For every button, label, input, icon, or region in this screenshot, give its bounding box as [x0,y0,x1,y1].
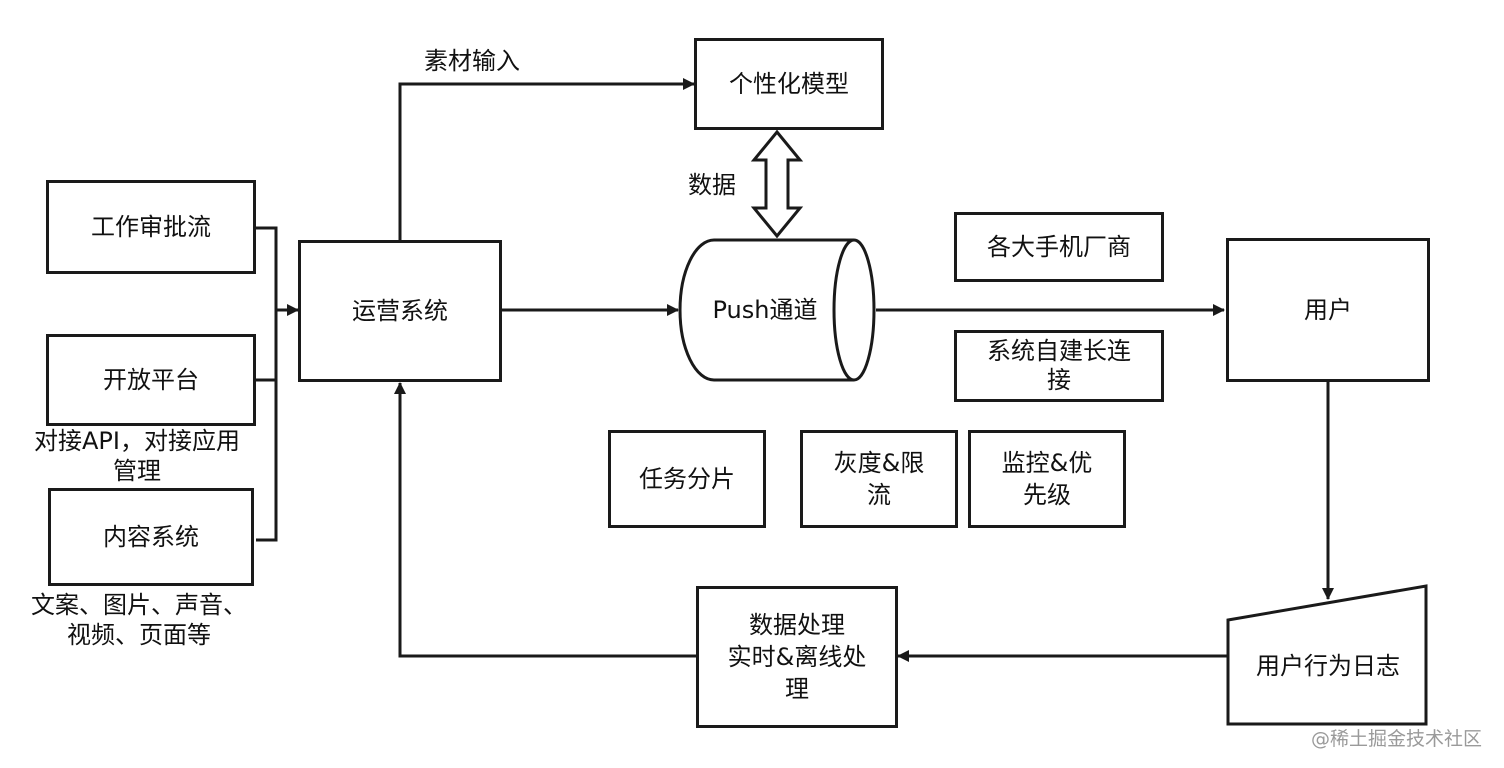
processing-to-ops-arrow [394,382,696,658]
user-box: 用户 [1226,238,1430,382]
workflow-label: 工作审批流 [91,213,211,241]
content-note-line1: 文案、图片、声音、 [31,591,247,619]
data-double-arrow [750,129,804,239]
gray-release-box: 灰度&限 流 [800,430,958,528]
ops-system-box: 运营系统 [298,240,502,382]
data-label: 数据 [688,171,736,199]
open-note-line1: 对接API，对接应用 [34,427,240,455]
data-proc-line2: 实时&离线处 [727,643,867,671]
task-shard-box: 任务分片 [608,430,766,528]
material-input-arrow [398,78,695,240]
open-note-line2: 管理 [113,457,161,485]
push-channel-label: Push通道 [712,296,818,324]
content-system-label: 内容系统 [103,523,199,551]
gray-line1: 灰度&限 [833,449,925,477]
open-platform-note: 对接API，对接应用 管理 [22,426,252,486]
push-channel-cylinder [678,238,876,382]
vendors-label: 各大手机厂商 [987,233,1131,261]
content-note-line2: 视频、页面等 [67,621,211,649]
personal-model-label: 个性化模型 [729,70,849,98]
self-conn-box: 系统自建长连 接 [954,330,1164,402]
workflow-box: 工作审批流 [46,180,256,274]
material-input-label: 素材输入 [424,47,520,75]
self-conn-line2: 接 [1047,366,1071,394]
vendors-box: 各大手机厂商 [954,212,1164,282]
personal-model-box: 个性化模型 [694,38,884,130]
open-platform-box: 开放平台 [46,334,256,426]
task-shard-label: 任务分片 [639,465,735,493]
data-proc-line3: 理 [785,675,809,703]
ops-system-label: 运营系统 [352,297,448,325]
behavior-log-shape [1226,584,1428,726]
self-conn-line1: 系统自建长连 [987,337,1131,365]
open-platform-label: 开放平台 [103,366,199,394]
monitor-line1: 监控&优 [1001,449,1093,477]
data-proc-line1: 数据处理 [749,611,845,639]
monitor-line2: 先级 [1023,481,1071,509]
watermark: @稀土掘金技术社区 [1310,728,1482,750]
data-processing-box: 数据处理 实时&离线处 理 [696,586,898,728]
bracket-connector [256,226,278,542]
monitor-box: 监控&优 先级 [968,430,1126,528]
content-system-box: 内容系统 [48,488,254,586]
gray-line2: 流 [867,481,891,509]
behavior-log-label: 用户行为日志 [1256,652,1400,680]
user-label: 用户 [1304,296,1352,324]
content-system-note: 文案、图片、声音、 视频、页面等 [24,590,254,650]
